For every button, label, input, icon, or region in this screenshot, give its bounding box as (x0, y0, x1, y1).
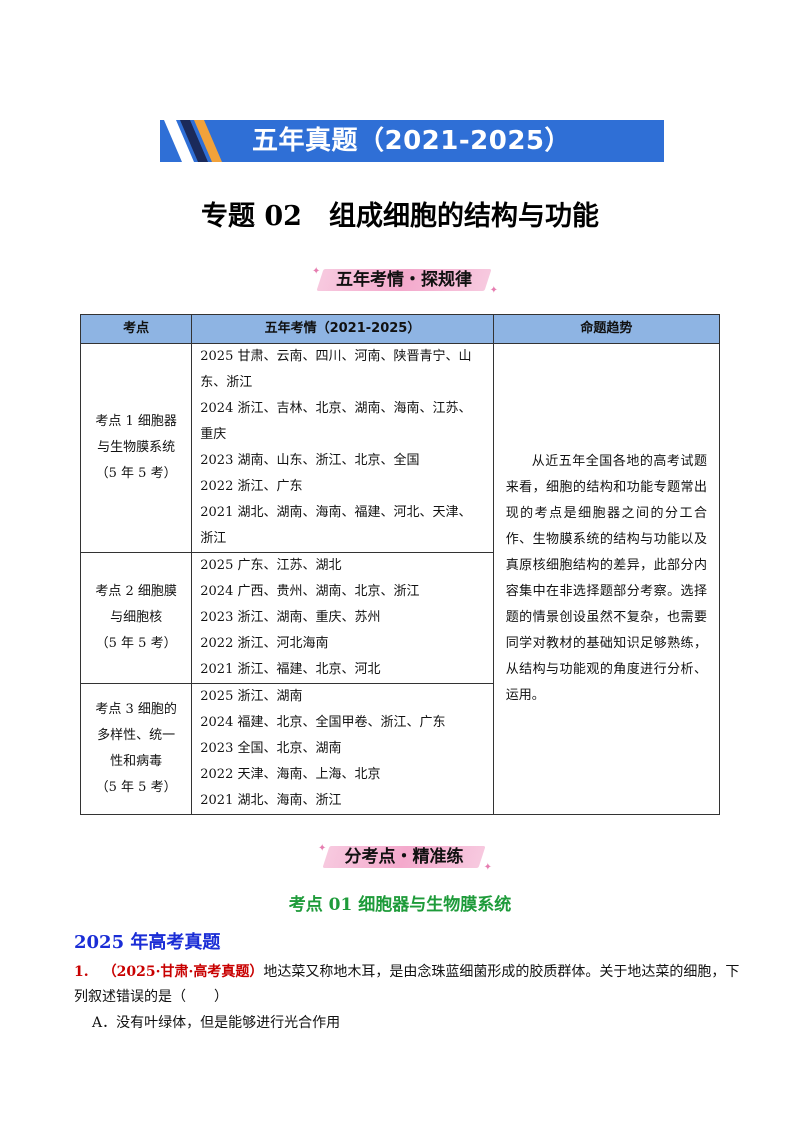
topic-line: 考点 2 细胞膜 (95, 584, 177, 599)
year-line: 2021 浙江、福建、北京、河北 (200, 662, 381, 677)
year-line: 2025 浙江、湖南 (200, 689, 303, 704)
sparkle-icon: ✦ (318, 843, 327, 854)
question-stem: 1. （2025·甘肃·高考真题）地达菜又称地木耳，是由念珠蓝细菌形成的胶质群体。… (74, 961, 739, 981)
topic-line: 考点 3 细胞的 (95, 702, 177, 717)
year-line: 东、浙江 (200, 375, 253, 390)
year-line: 2023 湖南、山东、浙江、北京、全国 (200, 453, 420, 468)
sparkle-icon: ✦ (312, 266, 321, 277)
topic-line: （5 年 5 考） (95, 636, 177, 651)
years-cell: 2025 浙江、湖南 2024 福建、北京、全国甲卷、浙江、广东 2023 全国… (191, 683, 494, 815)
topic-line: （5 年 5 考） (95, 780, 177, 795)
section-ribbon-practice: ✦ ✦ 分考点・精准练 (318, 840, 492, 874)
topic-line: （5 年 5 考） (95, 466, 177, 481)
table-row: 考点 3 细胞的 多样性、统一 性和病毒 （5 年 5 考） 2025 浙江、湖… (79, 683, 720, 815)
topic-line: 性和病毒 (110, 754, 163, 769)
trend-cell: 从近五年全国各地的高考试题来看，细胞的结构和功能专题常出现的考点是细胞器之间的分… (492, 343, 721, 815)
table-header-row: 考点 五年考情（2021-2025） 命题趋势 (79, 314, 721, 344)
years-cell: 2025 甘肃、云南、四川、河南、陕晋青宁、山 东、浙江 2024 浙江、吉林、… (191, 343, 494, 553)
question-stem-cont: 列叙述错误的是（ ） (74, 989, 228, 1005)
question-source: （2025·甘肃·高考真题） (102, 964, 264, 980)
page-title: 专题 02 组成细胞的结构与功能 (201, 201, 599, 232)
header-years: 五年考情（2021-2025） (191, 314, 494, 344)
year-line: 2022 天津、海南、上海、北京 (200, 767, 381, 782)
title-banner: 五年真题（2021-2025） (160, 120, 664, 162)
topic-line: 考点 1 细胞器 (95, 414, 177, 429)
year-line: 2024 广西、贵州、湖南、北京、浙江 (200, 584, 420, 599)
topic-cell: 考点 1 细胞器 与生物膜系统 （5 年 5 考） (79, 343, 193, 553)
year-line: 2021 湖北、海南、浙江 (200, 793, 342, 808)
header-topic: 考点 (79, 314, 193, 344)
option-a[interactable]: A．没有叶绿体，但是能够进行光合作用 (92, 1015, 341, 1031)
stripes-decoration (160, 120, 240, 162)
exam-analysis-table: 考点 五年考情（2021-2025） 命题趋势 考点 1 细胞器 与生物膜系统 … (79, 314, 721, 815)
year-line: 重庆 (200, 427, 227, 442)
year-line: 2024 浙江、吉林、北京、湖南、海南、江苏、 (200, 401, 472, 416)
topic-line: 多样性、统一 (97, 728, 176, 743)
year-line: 2023 浙江、湖南、重庆、苏州 (200, 610, 381, 625)
table-row: 考点 2 细胞膜 与细胞核 （5 年 5 考） 2025 广东、江苏、湖北 20… (79, 552, 720, 684)
sparkle-icon: ✦ (483, 862, 492, 873)
years-cell: 2025 广东、江苏、湖北 2024 广西、贵州、湖南、北京、浙江 2023 浙… (191, 552, 494, 684)
year-line: 2025 甘肃、云南、四川、河南、陕晋青宁、山 (200, 349, 472, 364)
table-row: 考点 1 细胞器 与生物膜系统 （5 年 5 考） 2025 甘肃、云南、四川、… (79, 343, 721, 815)
year-line: 浙江 (200, 531, 227, 546)
topic-cell: 考点 3 细胞的 多样性、统一 性和病毒 （5 年 5 考） (79, 683, 193, 815)
year-line: 2022 浙江、广东 (200, 479, 303, 494)
header-trend: 命题趋势 (492, 314, 721, 344)
topic-line: 与细胞核 (110, 610, 163, 625)
question-text-1: 地达菜又称地木耳，是由念珠蓝细菌形成的胶质群体。关于地达菜的细胞，下 (263, 964, 740, 980)
year-line: 2023 全国、北京、湖南 (200, 741, 342, 756)
ribbon-label: 五年考情・探规律 (336, 270, 472, 290)
section-ribbon-trends: ✦ ✦ 五年考情・探规律 (312, 263, 498, 297)
year-line: 2022 浙江、河北海南 (200, 636, 329, 651)
year-line: 2025 广东、江苏、湖北 (200, 558, 342, 573)
question-number: 1. (74, 964, 89, 980)
year-heading: 2025 年高考真题 (74, 932, 221, 953)
topic-line: 与生物膜系统 (97, 440, 176, 455)
topic-cell: 考点 2 细胞膜 与细胞核 （5 年 5 考） (79, 552, 193, 684)
ribbon-label: 分考点・精准练 (344, 847, 464, 867)
banner-title: 五年真题（2021-2025） (252, 126, 572, 156)
year-line: 2021 湖北、湖南、海南、福建、河北、天津、 (200, 505, 472, 520)
year-line: 2024 福建、北京、全国甲卷、浙江、广东 (200, 715, 446, 730)
point-heading: 考点 01 细胞器与生物膜系统 (288, 895, 512, 915)
sparkle-icon: ✦ (489, 285, 498, 296)
